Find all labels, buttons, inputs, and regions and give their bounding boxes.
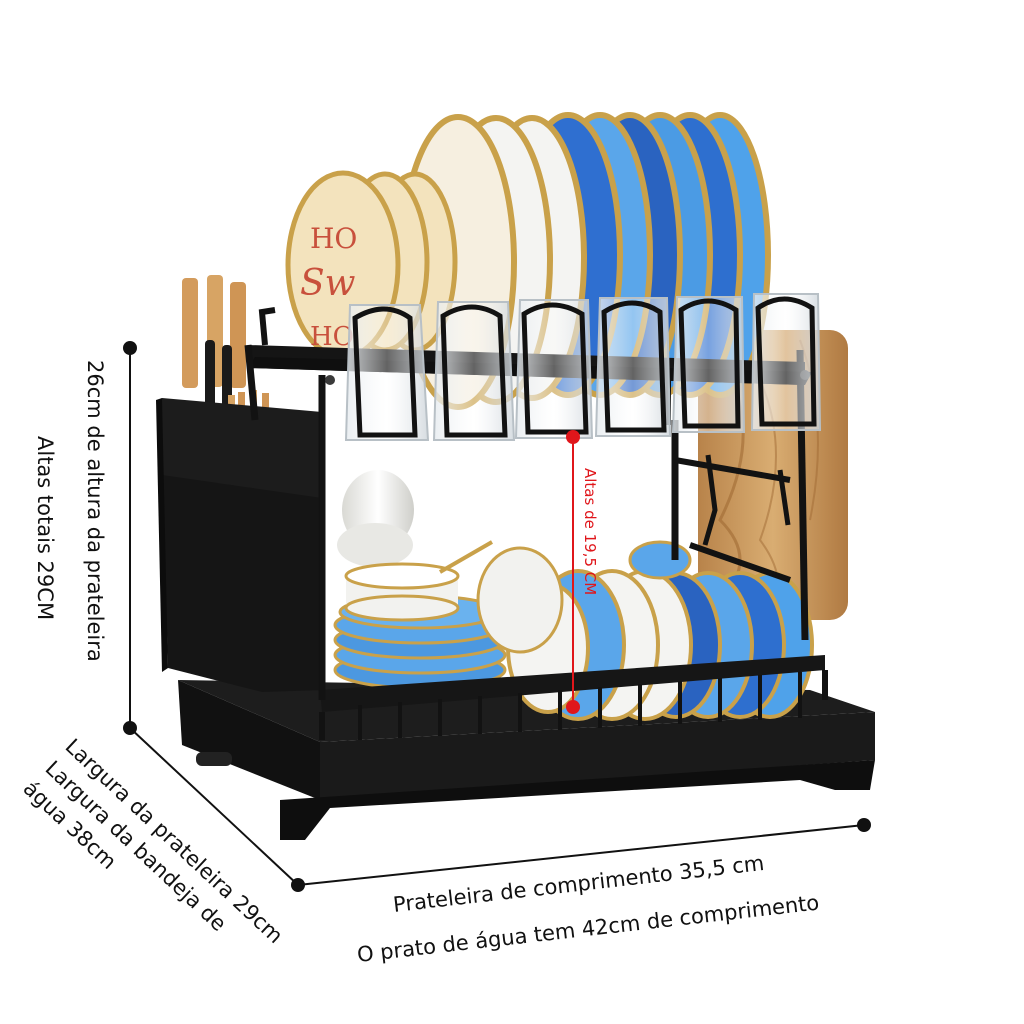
drain-spout [196,752,232,766]
dimension-lines [123,341,871,892]
dimension-endpoint [857,818,871,832]
glass-cups [344,293,822,441]
length-dimension-line [297,824,865,886]
plate-print-top: HO [310,222,357,255]
inner-height-label: Altas de 19,5 CM [581,468,599,595]
utensil-holder [156,275,325,692]
width-dimension-line [129,727,299,886]
shelf-height-label: 26cm de altura da prateleira [83,360,107,662]
plate-print-script: Sw [300,263,356,304]
tray-width-label-line1: Largura da bandeja de [41,756,231,936]
total-height-label: Altas totais 29CM [33,436,57,620]
plate-print-bottom: HO [310,322,354,352]
dimension-endpoint [123,341,137,355]
dimension-endpoint [566,430,580,444]
dimension-endpoint [566,700,580,714]
